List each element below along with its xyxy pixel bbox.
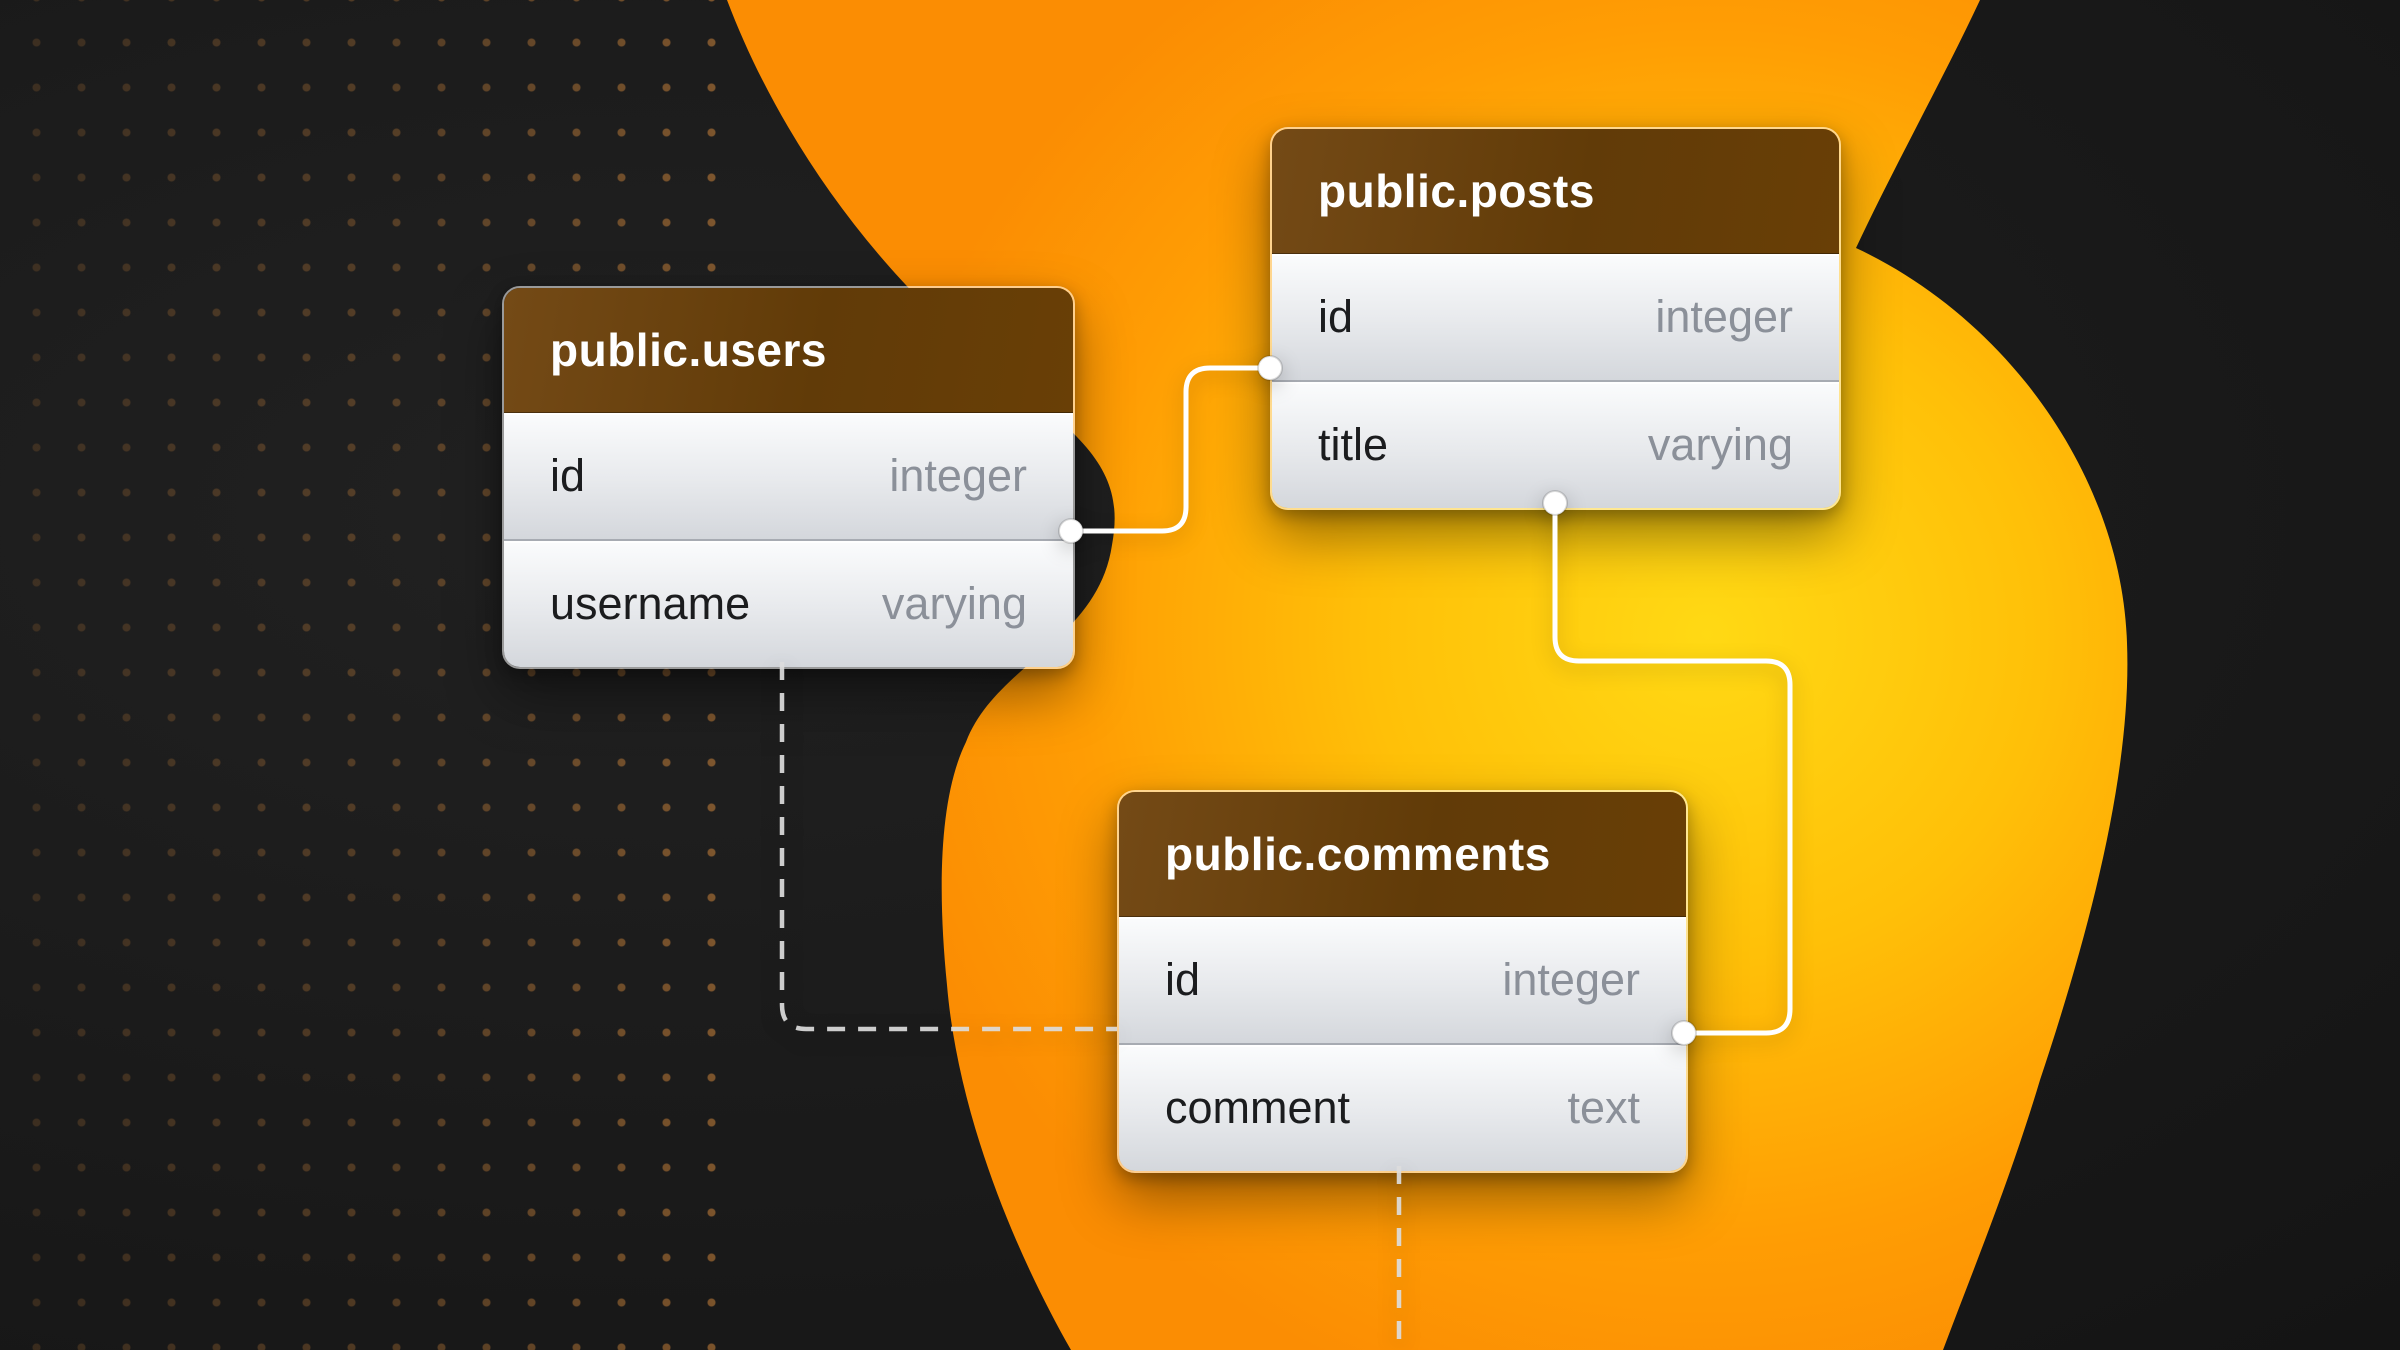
column-name: username xyxy=(550,578,751,629)
table-header-posts[interactable]: public.posts xyxy=(1272,129,1839,254)
relationship-posts-comments[interactable] xyxy=(1552,503,1793,1036)
connector-dot-posts-bottom[interactable] xyxy=(1542,490,1568,516)
column-type: integer xyxy=(889,450,1027,501)
table-public-users[interactable]: public.users id integer username varying xyxy=(502,286,1075,669)
table-public-posts[interactable]: public.posts id integer title varying xyxy=(1270,127,1841,510)
table-row-comments-comment[interactable]: comment text xyxy=(1119,1043,1686,1171)
column-name: comment xyxy=(1165,1082,1351,1133)
table-title: public.comments xyxy=(1165,828,1551,880)
table-title: public.posts xyxy=(1318,165,1595,217)
connector-dot-users-id[interactable] xyxy=(1058,518,1084,544)
connector-dot-posts-id[interactable] xyxy=(1257,355,1283,381)
table-row-comments-id[interactable]: id integer xyxy=(1119,917,1686,1043)
relationship-users-posts[interactable] xyxy=(1071,365,1270,534)
dot-grid-pattern xyxy=(0,0,740,1350)
column-name: id xyxy=(1165,954,1201,1005)
table-header-users[interactable]: public.users xyxy=(504,288,1073,413)
column-name: id xyxy=(1318,291,1354,342)
column-type: integer xyxy=(1655,291,1793,342)
table-row-posts-id[interactable]: id integer xyxy=(1272,254,1839,380)
connector-dot-comments-right[interactable] xyxy=(1671,1020,1697,1046)
table-header-comments[interactable]: public.comments xyxy=(1119,792,1686,917)
column-name: id xyxy=(550,450,586,501)
relationship-users-comments-dashed[interactable] xyxy=(779,662,1117,1032)
table-row-users-username[interactable]: username varying xyxy=(504,539,1073,667)
column-type: text xyxy=(1567,1082,1640,1133)
table-row-posts-title[interactable]: title varying xyxy=(1272,380,1839,508)
table-public-comments[interactable]: public.comments id integer comment text xyxy=(1117,790,1688,1173)
table-row-users-id[interactable]: id integer xyxy=(504,413,1073,539)
column-type: integer xyxy=(1502,954,1640,1005)
column-type: varying xyxy=(881,578,1027,629)
column-type: varying xyxy=(1647,419,1793,470)
column-name: title xyxy=(1318,419,1389,470)
table-title: public.users xyxy=(550,324,827,376)
